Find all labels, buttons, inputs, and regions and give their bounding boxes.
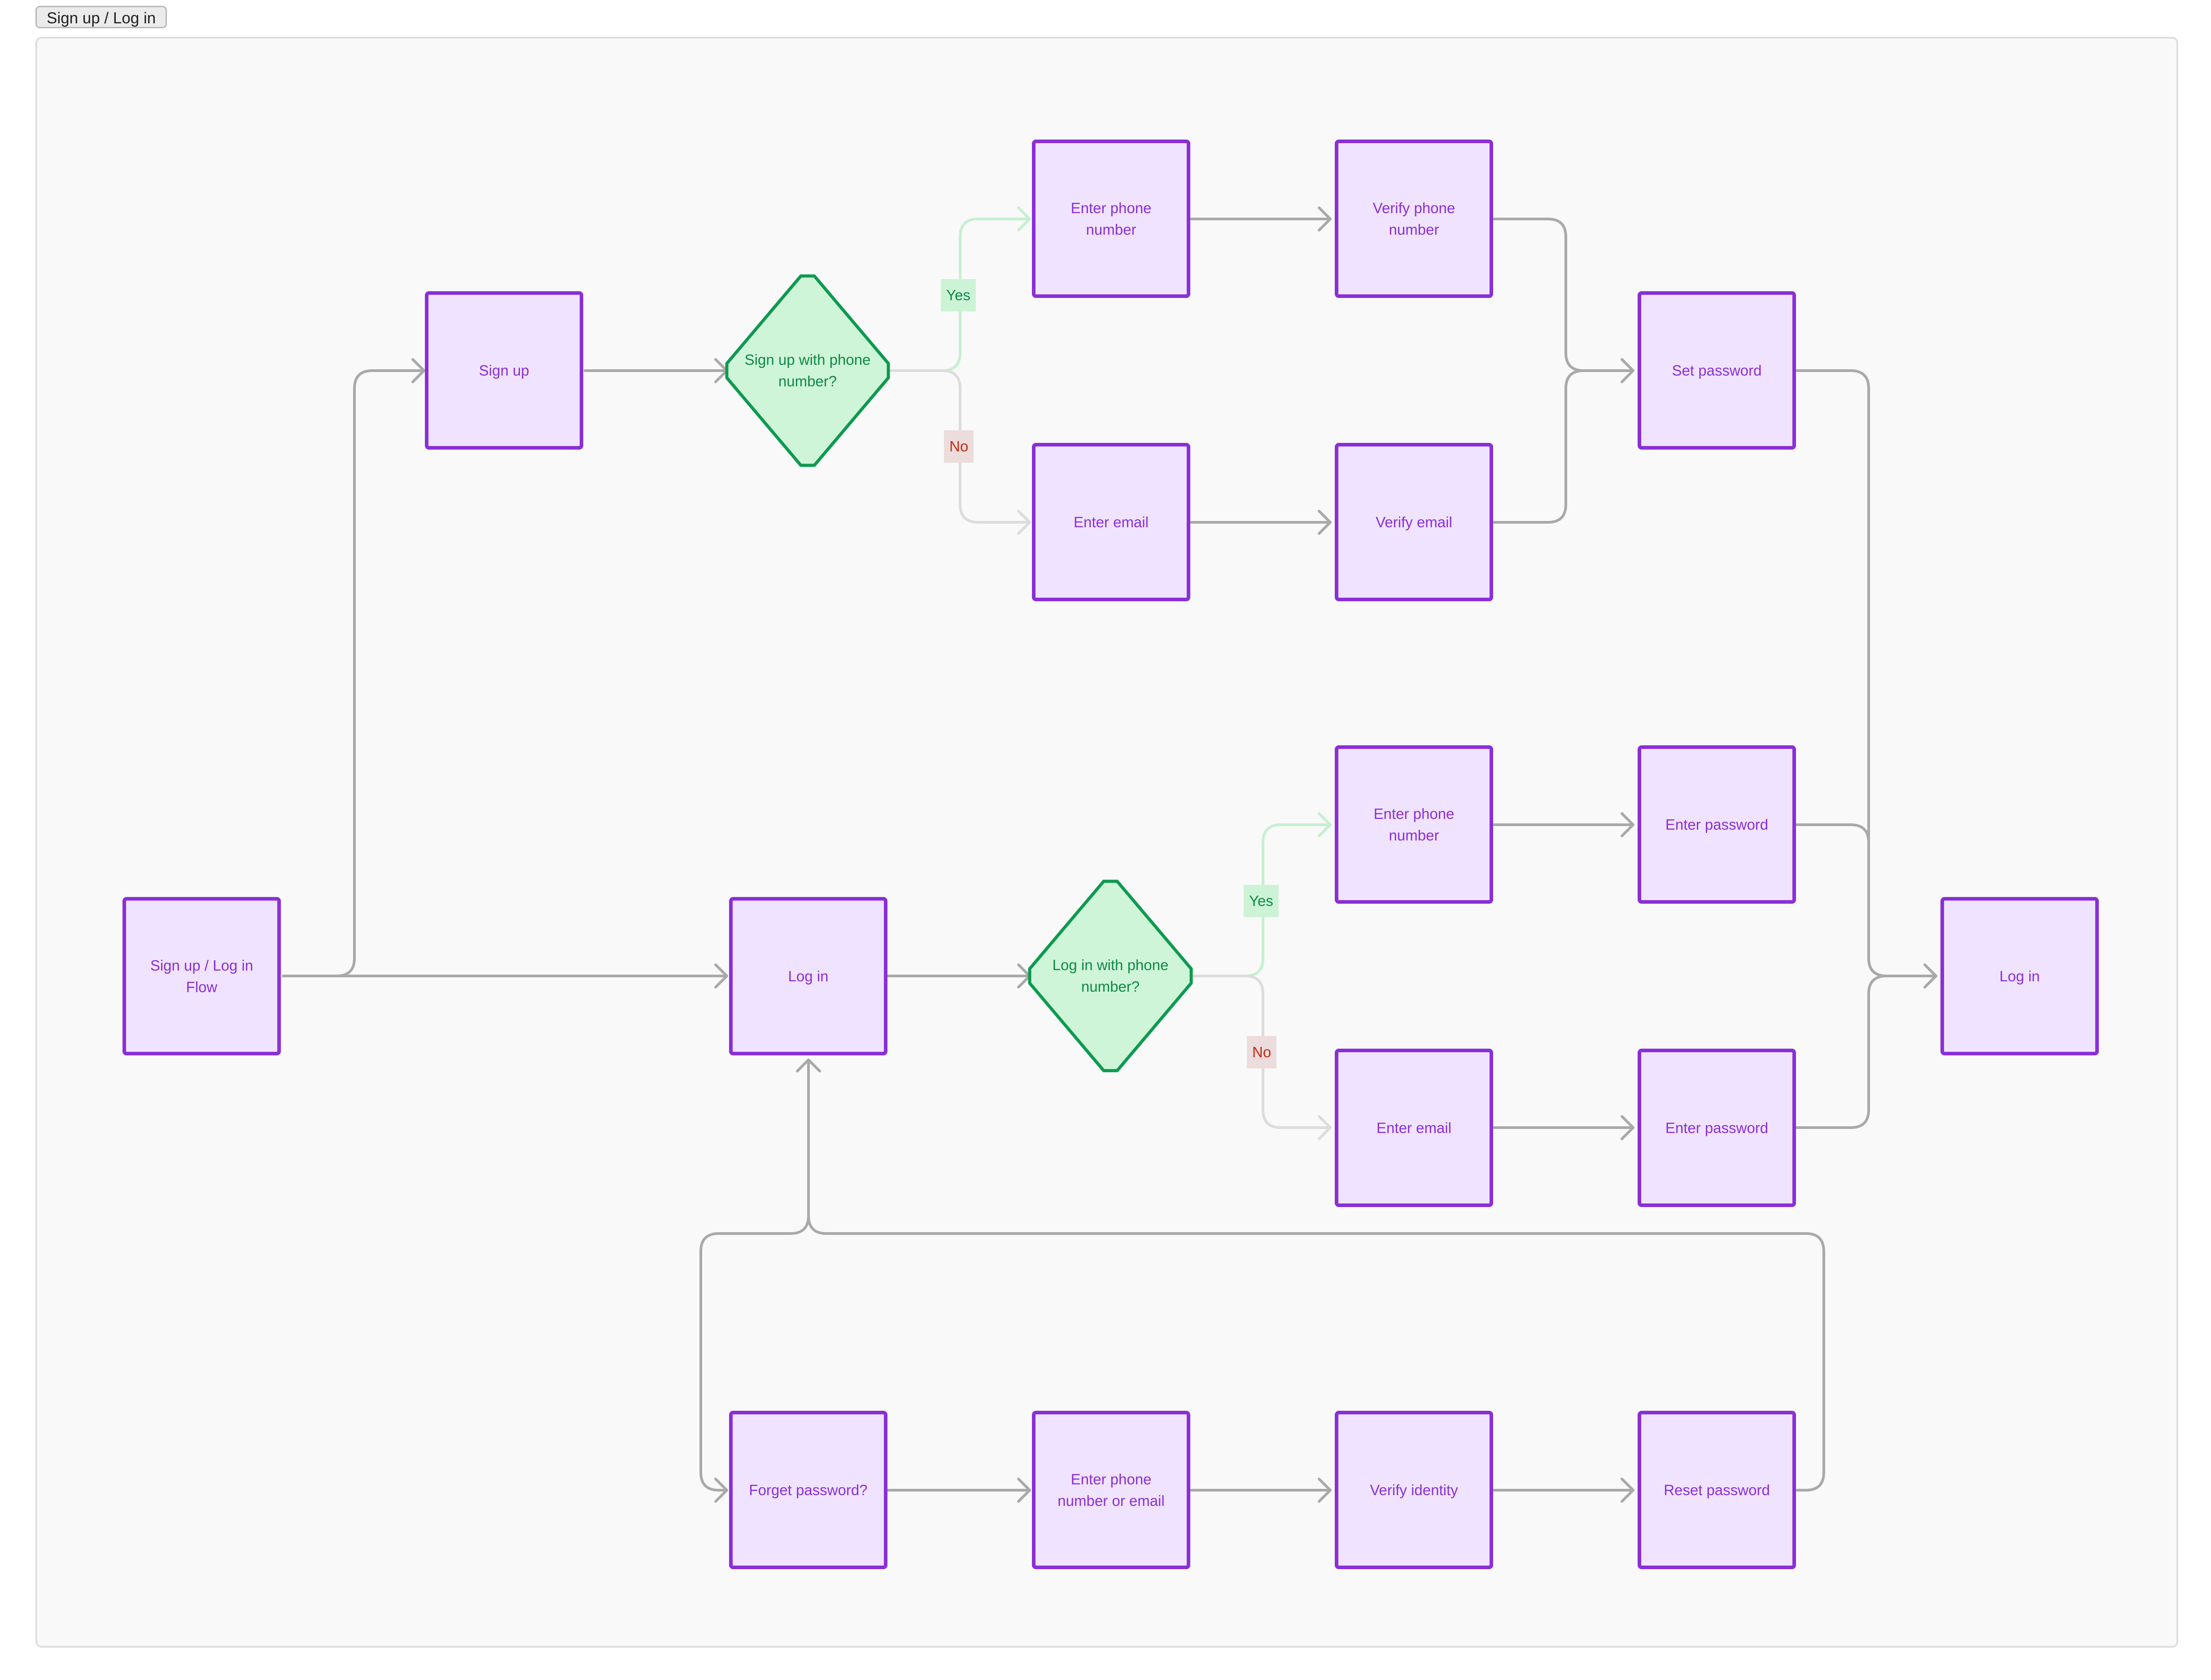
signup-yes-badge: Yes	[941, 279, 976, 311]
login-no-badge: No	[1247, 1036, 1277, 1068]
arrowhead-li-enter-phone	[1318, 812, 1332, 837]
arrowhead-reset-password	[1621, 1478, 1634, 1503]
arrowhead-login	[714, 963, 728, 989]
arrowhead-login-final	[1923, 963, 1937, 989]
arrowhead-login-from-bottom	[796, 1059, 821, 1072]
arrowhead-signup	[411, 358, 425, 383]
node-login-final[interactable]: Log in	[1940, 897, 2099, 1055]
node-signup-enter-phone[interactable]: Enter phone number	[1032, 140, 1190, 298]
arrowhead-li-enter-email	[1318, 1115, 1332, 1140]
signup-no-badge: No	[944, 430, 974, 463]
arrowhead-verify-identity	[1318, 1478, 1332, 1503]
signup-decision-diamond[interactable]	[725, 274, 890, 467]
edge-verify-phone-to-set-password	[1493, 218, 1634, 372]
flow-frame	[35, 37, 2178, 1648]
edge-login-to-forget	[699, 1059, 810, 1492]
node-signup-verify-phone[interactable]: Verify phone number	[1335, 140, 1493, 298]
node-signup-enter-email[interactable]: Enter email	[1032, 443, 1190, 601]
connector-group	[282, 206, 1937, 1503]
login-decision-label: Log in with phone number?	[1052, 957, 1169, 995]
arrowhead-enter-contact	[1017, 1478, 1031, 1503]
arrowhead-set-password	[1621, 358, 1634, 383]
node-signup-verify-email[interactable]: Verify email	[1335, 443, 1493, 601]
edge-reset-to-login	[807, 1059, 1825, 1492]
node-login-phone-password[interactable]: Enter password	[1638, 745, 1796, 904]
node-verify-identity[interactable]: Verify identity	[1335, 1411, 1493, 1569]
login-decision-diamond[interactable]	[1028, 879, 1193, 1072]
node-enter-phone-or-email[interactable]: Enter phone number or email	[1032, 1411, 1190, 1569]
frame-title-tab[interactable]: Sign up / Log in	[35, 6, 167, 28]
arrowhead-su-verify-email	[1318, 510, 1332, 535]
arrowhead-su-enter-email	[1017, 510, 1031, 535]
login-yes-badge: Yes	[1244, 885, 1279, 917]
arrowhead-forget-password	[714, 1478, 728, 1503]
node-login-email-password[interactable]: Enter password	[1638, 1049, 1796, 1207]
signup-decision-label: Sign up with phone number?	[744, 351, 871, 389]
node-forget-password[interactable]: Forget password?	[729, 1411, 887, 1569]
node-login-enter-phone[interactable]: Enter phone number	[1335, 745, 1493, 904]
node-login-enter-email[interactable]: Enter email	[1335, 1049, 1493, 1207]
node-login[interactable]: Log in	[729, 897, 887, 1055]
node-set-password[interactable]: Set password	[1638, 291, 1796, 450]
arrowhead-su-enter-phone	[1017, 206, 1031, 232]
edge-verify-email-to-set-password	[1493, 369, 1634, 524]
edge-li-email-password-to-login	[1796, 975, 1937, 1129]
edge-set-password-to-login	[1796, 369, 1937, 977]
arrowhead-su-verify-phone	[1318, 206, 1332, 232]
node-signup[interactable]: Sign up	[425, 291, 583, 450]
node-reset-password[interactable]: Reset password	[1638, 1411, 1796, 1569]
node-start-flow[interactable]: Sign up / Log in Flow	[122, 897, 281, 1055]
edge-start-to-signup	[282, 369, 425, 977]
arrowhead-li-phone-password	[1621, 812, 1634, 837]
arrowhead-li-email-password	[1621, 1115, 1634, 1140]
edge-li-phone-password-to-login	[1796, 823, 1937, 977]
